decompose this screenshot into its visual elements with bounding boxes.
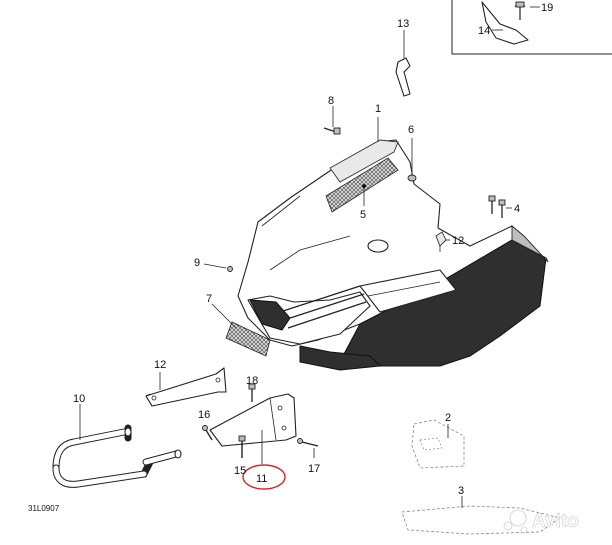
callout-15: 15 bbox=[234, 465, 246, 477]
avito-watermark: Avito bbox=[503, 509, 579, 534]
callout-8: 8 bbox=[328, 95, 334, 107]
part-12-rivet: 12 bbox=[435, 231, 464, 252]
watermark-text: Avito bbox=[532, 511, 579, 532]
callout-7: 7 bbox=[206, 293, 212, 305]
part-16-screw: 16 bbox=[198, 409, 213, 441]
part-11-bracket: 11 bbox=[209, 393, 297, 490]
part-15-screw: 15 bbox=[234, 435, 246, 477]
part-6-nut: 6 bbox=[407, 124, 417, 182]
part-1-bottom-pan bbox=[237, 139, 549, 371]
callout-1: 1 bbox=[375, 103, 381, 115]
callout-10: 10 bbox=[73, 393, 85, 405]
inset-bracket-part bbox=[481, 1, 529, 45]
part-17-screw: 17 bbox=[297, 438, 320, 475]
callout-6: 6 bbox=[408, 124, 414, 136]
callout-12-left: 12 bbox=[154, 359, 166, 371]
callout-16: 16 bbox=[198, 409, 210, 421]
part-9-screw: 9 bbox=[194, 257, 233, 272]
part-13-clip: 13 bbox=[395, 18, 411, 97]
callout-11: 11 bbox=[256, 473, 267, 485]
part-2-decal: 2 bbox=[411, 412, 465, 469]
callout-3: 3 bbox=[458, 485, 464, 497]
callout-9: 9 bbox=[194, 257, 200, 269]
part-18-screw: 18 bbox=[246, 375, 258, 402]
part-4-screws: 4 bbox=[488, 195, 520, 218]
part-10-bumper: 10 bbox=[52, 393, 182, 488]
callout-14: 14 bbox=[478, 25, 490, 37]
callout-17: 17 bbox=[308, 463, 320, 475]
part-8-screw: 8 bbox=[323, 95, 341, 135]
detail-inset: 19 14 bbox=[451, 0, 612, 55]
callout-2: 2 bbox=[445, 412, 451, 424]
highlight-circle bbox=[242, 464, 286, 490]
diagram-code: 31L0907 bbox=[28, 504, 60, 513]
callout-19: 19 bbox=[541, 2, 553, 14]
callout-18: 18 bbox=[246, 375, 258, 387]
callout-13: 13 bbox=[397, 18, 409, 30]
callout-4: 4 bbox=[514, 203, 520, 215]
callout-12-top: 12 bbox=[452, 235, 464, 247]
callout-5: 5 bbox=[360, 209, 366, 221]
part-7-mesh-strip: 7 bbox=[206, 293, 271, 357]
part-12-bracket: 12 bbox=[145, 359, 227, 407]
